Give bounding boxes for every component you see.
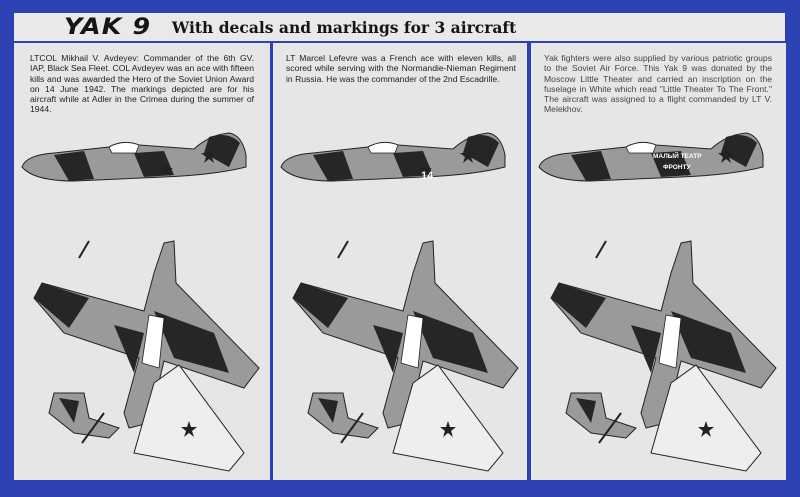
aircraft-panel-2: LT Marcel Lefevre was a French ace with …	[273, 43, 527, 480]
aircraft-description: LTCOL Mikhail V. Avdeyev: Commander of t…	[30, 53, 254, 115]
inscription-line-1: МАЛЫЙ ТЕАТР	[653, 151, 702, 160]
fuselage-number: 14	[421, 170, 434, 182]
aircraft-description: Yak fighters were also supplied by vario…	[544, 53, 772, 115]
aircraft-illustration	[21, 132, 260, 472]
aircraft-panel-3: Yak fighters were also supplied by vario…	[531, 43, 786, 480]
aircraft-illustration: 14	[280, 132, 519, 472]
yak9-logo: YAK 9	[64, 14, 152, 40]
aircraft-illustration: МАЛЫЙ ТЕАТР ФРОНТУ	[538, 132, 777, 472]
inscription-line-2: ФРОНТУ	[663, 164, 692, 171]
subtitle: With decals and markings for 3 aircraft	[171, 17, 517, 37]
aircraft-description: LT Marcel Lefevre was a French ace with …	[286, 53, 516, 84]
aircraft-panel-1: LTCOL Mikhail V. Avdeyev: Commander of t…	[14, 43, 270, 480]
title-bar: YAK 9 With decals and markings for 3 air…	[14, 13, 785, 41]
